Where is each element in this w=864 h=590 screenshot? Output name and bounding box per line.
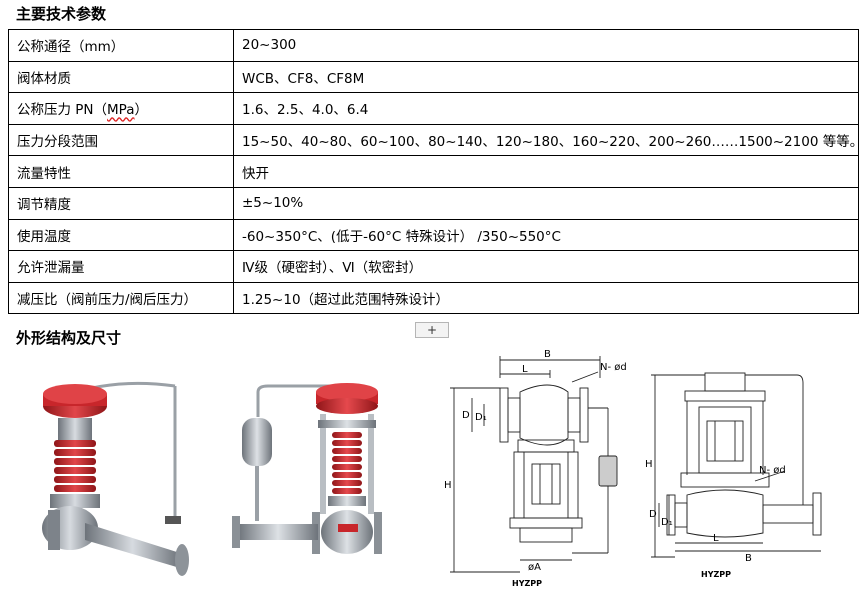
table-row: 公称压力 PN（MPa） 1.6、2.5、4.0、6.4	[8, 92, 859, 125]
spell-mark: MPa	[107, 102, 135, 119]
dimensions-heading: 外形结构及尺寸	[16, 329, 122, 347]
valve-photo-1	[42, 381, 189, 576]
spec-label: 公称压力 PN（MPa）	[8, 92, 234, 125]
spec-label-post: ）	[134, 102, 149, 119]
spec-label: 调节精度	[8, 186, 234, 220]
dim-label-L: L	[713, 533, 719, 544]
valve-photo-2	[232, 383, 382, 554]
add-row-button[interactable]: +	[415, 322, 449, 338]
dim-label-L: L	[522, 364, 528, 375]
dim-label-D: D	[462, 410, 470, 421]
dim-label-B: B	[544, 349, 551, 360]
spec-label: 压力分段范围	[8, 123, 234, 157]
spec-label: 阀体材质	[8, 60, 234, 94]
spec-label: 减压比（阀前压力/阀后压力）	[8, 281, 234, 315]
drawing-caption: HYZPP	[701, 570, 731, 579]
spec-value: 1.6、2.5、4.0、6.4	[233, 92, 859, 125]
dim-label-N: N- ød	[600, 362, 627, 373]
table-row: 允许泄漏量 Ⅳ级（硬密封）、Ⅵ（软密封）	[8, 250, 859, 283]
dimension-drawing-2: H N- ød D D₁ L B HYZPP	[645, 372, 822, 579]
spec-value: 20~300	[233, 29, 859, 62]
spec-value: 快开	[233, 155, 859, 188]
dim-label-A: øA	[528, 562, 541, 573]
spec-label: 允许泄漏量	[8, 250, 234, 283]
table-row: 减压比（阀前压力/阀后压力） 1.25~10（超过此范围特殊设计）	[8, 281, 859, 315]
spec-label: 使用温度	[8, 218, 234, 252]
dim-label-H: H	[645, 459, 653, 470]
spec-heading: 主要技术参数	[16, 5, 107, 23]
table-row: 公称通径（mm） 20~300	[8, 29, 859, 62]
dim-label-D1: D₁	[661, 517, 673, 528]
drawing-caption: HYZPP	[512, 579, 542, 588]
table-row: 使用温度 -60~350°C、(低于-60°C 特殊设计） /350~550°C	[8, 218, 859, 252]
spec-value: -60~350°C、(低于-60°C 特殊设计） /350~550°C	[233, 218, 859, 252]
table-row: 阀体材质 WCB、CF8、CF8M	[8, 60, 859, 94]
dim-label-H: H	[444, 480, 452, 491]
dimension-drawing-1: B L N- ød D D₁ H øA HYZPP	[444, 349, 627, 588]
spec-table: 公称通径（mm） 20~300 阀体材质 WCB、CF8、CF8M 公称压力 P…	[8, 29, 859, 315]
dim-label-B: B	[745, 553, 752, 564]
spec-value: ±5~10%	[233, 186, 859, 220]
dim-label-N: N- ød	[759, 465, 786, 476]
spec-value: 15~50、40~80、60~100、80~140、120~180、160~22…	[233, 123, 859, 157]
spec-value: 1.25~10（超过此范围特殊设计）	[233, 281, 859, 315]
spec-value: WCB、CF8、CF8M	[233, 60, 859, 94]
spec-label-pre: 公称压力 PN（	[17, 102, 108, 119]
dim-label-D: D	[649, 509, 657, 520]
spec-label: 公称通径（mm）	[8, 29, 234, 62]
spec-value: Ⅳ级（硬密封）、Ⅵ（软密封）	[233, 250, 859, 283]
table-row: 压力分段范围 15~50、40~80、60~100、80~140、120~180…	[8, 123, 859, 157]
dim-label-D1: D₁	[475, 412, 487, 423]
table-row: 流量特性 快开	[8, 155, 859, 188]
table-row: 调节精度 ±5~10%	[8, 186, 859, 220]
spec-label: 流量特性	[8, 155, 234, 188]
